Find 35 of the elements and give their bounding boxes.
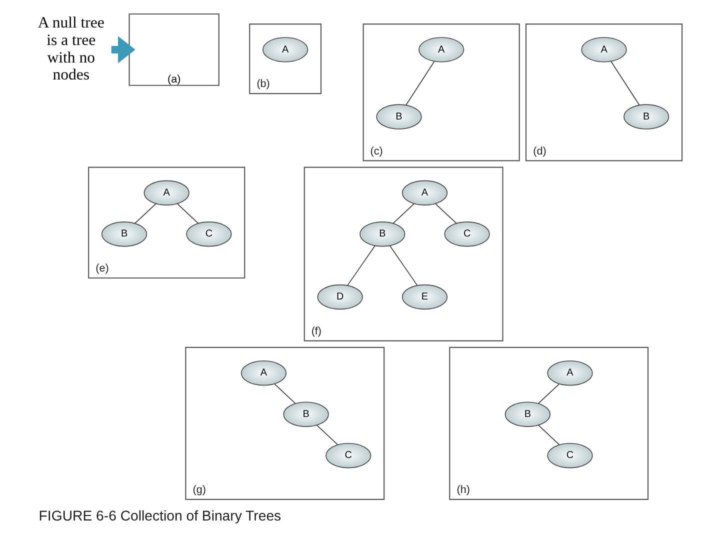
- node-ellipse: B: [283, 402, 329, 427]
- connector: [538, 424, 560, 446]
- node-ellipse: B: [101, 222, 148, 247]
- connector: [274, 384, 296, 404]
- connector: [177, 204, 199, 224]
- connector: [316, 424, 338, 446]
- node-ellipse: A: [418, 37, 464, 62]
- node-ellipse: C: [326, 442, 372, 468]
- node-ellipse: B: [360, 222, 406, 247]
- connector: [134, 204, 156, 224]
- connector: [610, 61, 640, 106]
- connector: [435, 204, 457, 224]
- node-ellipse: A: [581, 37, 627, 62]
- arrow: [111, 36, 136, 64]
- node-ellipse: B: [624, 104, 670, 130]
- node-ellipse: E: [402, 284, 448, 310]
- node-ellipse: B: [376, 104, 422, 130]
- node-ellipse: A: [402, 180, 448, 206]
- connector: [392, 204, 414, 224]
- connector: [347, 246, 376, 286]
- node-ellipse: A: [262, 37, 308, 62]
- caption: FIGURE 6-6 Collection of Binary Trees: [38, 508, 282, 524]
- node-box: (a): [128, 13, 220, 86]
- node-ellipse: B: [504, 402, 550, 427]
- node-ellipse: C: [547, 442, 593, 468]
- node-ellipse: D: [317, 284, 363, 310]
- node-ellipse: A: [240, 360, 287, 386]
- connector: [390, 246, 418, 286]
- node-text: A null tree is a tree with no nodes: [38, 14, 104, 84]
- node-ellipse: A: [547, 360, 593, 386]
- connector: [538, 384, 560, 404]
- node-ellipse: C: [444, 222, 490, 247]
- node-ellipse: C: [186, 222, 232, 247]
- node-ellipse: A: [144, 180, 190, 206]
- connector: [406, 61, 435, 106]
